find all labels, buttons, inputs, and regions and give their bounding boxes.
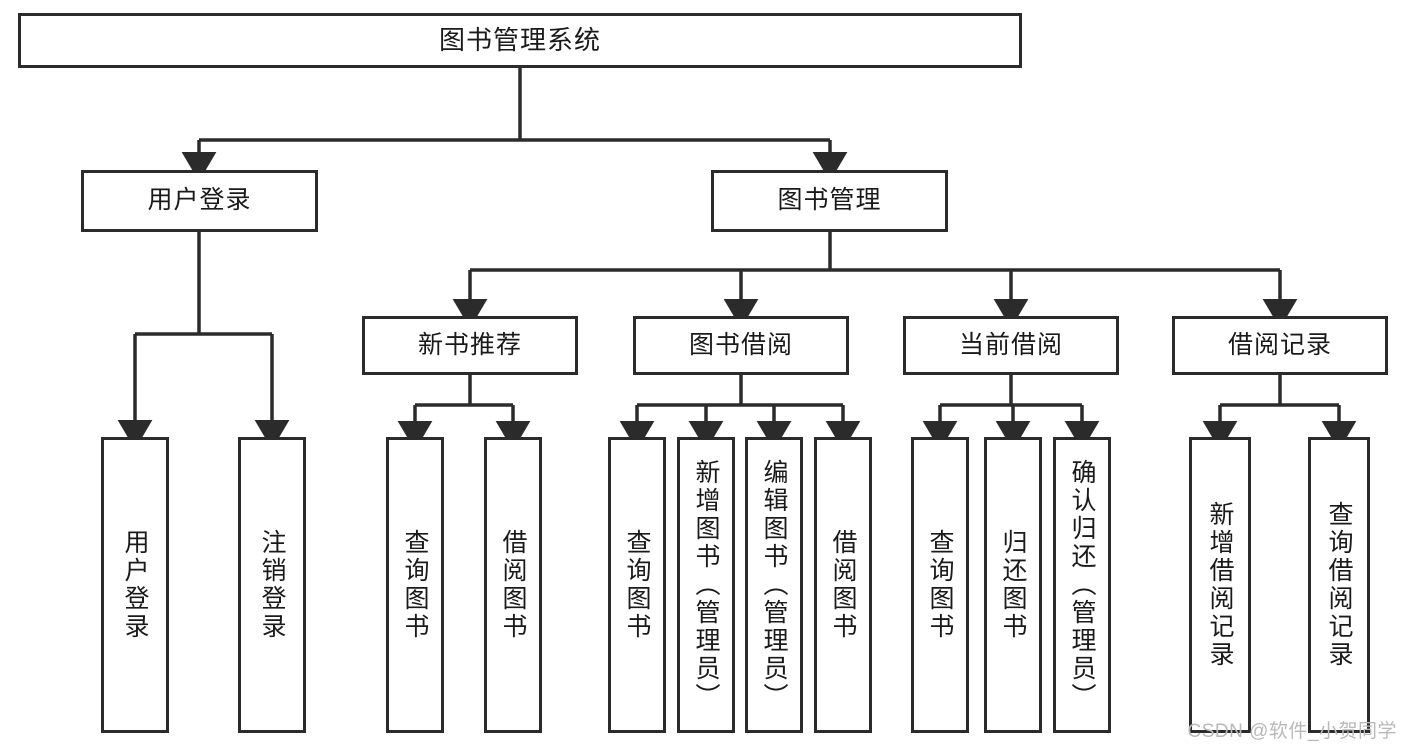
node-book-manage[interactable]: 图书管理	[711, 170, 948, 232]
node-root-label: 图书管理系统	[438, 25, 601, 56]
node-leaf-return-book-label: 归还图书	[999, 529, 1027, 641]
node-leaf-add-record[interactable]: 新增借阅记录	[1189, 437, 1251, 733]
node-leaf-confirm-return-label: 确认归还（管理员）	[1068, 459, 1096, 711]
node-leaf-query-book-2-label: 查询图书	[623, 529, 651, 641]
node-leaf-borrow-book-2[interactable]: 借阅图书	[814, 437, 872, 733]
node-user-login-label: 用户登录	[147, 186, 252, 215]
node-leaf-edit-book[interactable]: 编辑图书（管理员）	[745, 437, 803, 733]
node-leaf-query-book-1-label: 查询图书	[401, 529, 429, 641]
node-leaf-query-record-label: 查询借阅记录	[1325, 501, 1353, 669]
node-leaf-query-record[interactable]: 查询借阅记录	[1308, 437, 1370, 733]
node-borrow-record-label: 借阅记录	[1227, 330, 1332, 359]
node-leaf-logout-label: 注销登录	[258, 529, 286, 641]
node-leaf-query-book-3[interactable]: 查询图书	[911, 437, 969, 733]
node-book-manage-label: 图书管理	[777, 186, 882, 215]
node-leaf-query-book-1[interactable]: 查询图书	[386, 437, 444, 733]
node-current-borrow-label: 当前借阅	[958, 330, 1063, 359]
node-new-book-recommend[interactable]: 新书推荐	[362, 316, 578, 375]
node-leaf-return-book[interactable]: 归还图书	[984, 437, 1042, 733]
node-leaf-add-book[interactable]: 新增图书（管理员）	[677, 437, 735, 733]
node-leaf-borrow-book-1-label: 借阅图书	[499, 529, 527, 641]
node-leaf-add-record-label: 新增借阅记录	[1206, 501, 1234, 669]
watermark: CSDN @软件_小贺同学	[1187, 721, 1397, 742]
node-leaf-edit-book-label: 编辑图书（管理员）	[760, 459, 788, 711]
node-new-book-recommend-label: 新书推荐	[417, 330, 522, 359]
node-book-borrow-label: 图书借阅	[688, 330, 793, 359]
node-root[interactable]: 图书管理系统	[18, 13, 1022, 68]
node-leaf-borrow-book-1[interactable]: 借阅图书	[484, 437, 542, 733]
node-leaf-logout[interactable]: 注销登录	[238, 437, 306, 733]
node-current-borrow[interactable]: 当前借阅	[903, 316, 1119, 375]
node-leaf-query-book-2[interactable]: 查询图书	[608, 437, 666, 733]
node-user-login[interactable]: 用户登录	[81, 170, 318, 232]
node-leaf-borrow-book-2-label: 借阅图书	[829, 529, 857, 641]
node-leaf-user-login-label: 用户登录	[121, 529, 149, 641]
node-leaf-add-book-label: 新增图书（管理员）	[692, 459, 720, 711]
node-book-borrow[interactable]: 图书借阅	[633, 316, 849, 375]
node-leaf-query-book-3-label: 查询图书	[926, 529, 954, 641]
node-leaf-confirm-return[interactable]: 确认归还（管理员）	[1053, 437, 1111, 733]
node-borrow-record[interactable]: 借阅记录	[1172, 316, 1388, 375]
node-leaf-user-login[interactable]: 用户登录	[101, 437, 169, 733]
